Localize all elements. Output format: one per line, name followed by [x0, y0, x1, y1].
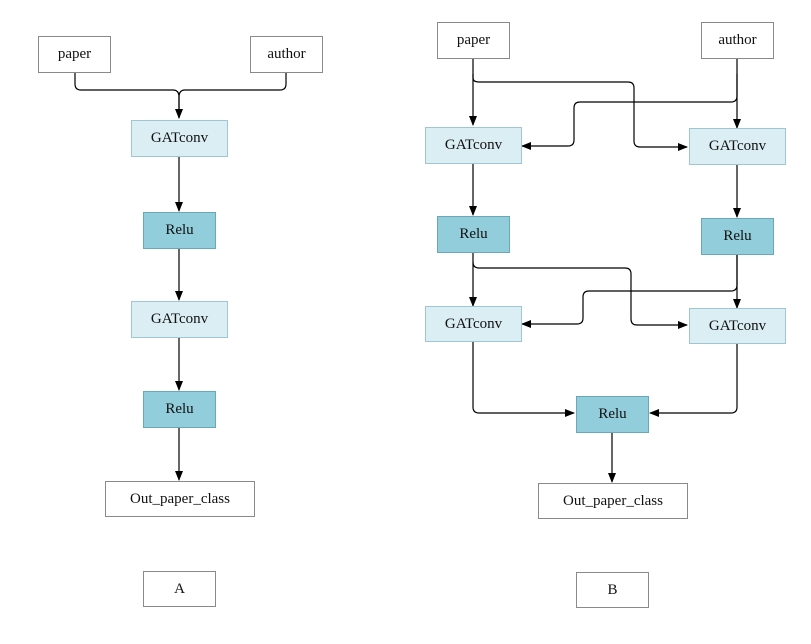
b-output-node: Out_paper_class [538, 483, 688, 519]
a-input-paper-node: paper [38, 36, 111, 73]
edge-b-author-to-gatconv-paper-1 [521, 74, 738, 150]
a-caption: A [143, 571, 216, 607]
a-gatconv-2-node: GATconv [131, 301, 228, 338]
b-gatconv-author-1-node: GATconv [689, 128, 786, 165]
b-input-author-node: author [701, 22, 774, 59]
b-relu-author-node: Relu [701, 218, 774, 255]
edge-a-author-to-gatconv [178, 72, 287, 118]
b-gatconv-paper-2-node: GATconv [425, 306, 522, 342]
a-relu-1-node: Relu [143, 212, 216, 249]
b-caption: B [576, 572, 649, 608]
edge-b-gatconv-paper-2-to-relu-merge [472, 341, 575, 417]
b-relu-paper-node: Relu [437, 216, 510, 253]
edge-a-paper-to-gatconv [74, 72, 183, 119]
b-gatconv-author-2-node: GATconv [689, 308, 786, 344]
edge-b-gatconv-author-2-to-relu-merge [649, 343, 738, 417]
b-gatconv-paper-1-node: GATconv [425, 127, 522, 164]
b-input-paper-node: paper [437, 22, 510, 59]
edge-b-relu-paper-to-gatconv-author-2 [472, 261, 688, 329]
a-gatconv-1-node: GATconv [131, 120, 228, 157]
a-input-author-node: author [250, 36, 323, 73]
b-relu-merge-node: Relu [576, 396, 649, 433]
edge-b-paper-to-gatconv-author-1 [472, 74, 688, 151]
a-relu-2-node: Relu [143, 391, 216, 428]
edge-b-relu-author-to-gatconv-paper-2 [521, 255, 738, 328]
a-output-node: Out_paper_class [105, 481, 255, 517]
